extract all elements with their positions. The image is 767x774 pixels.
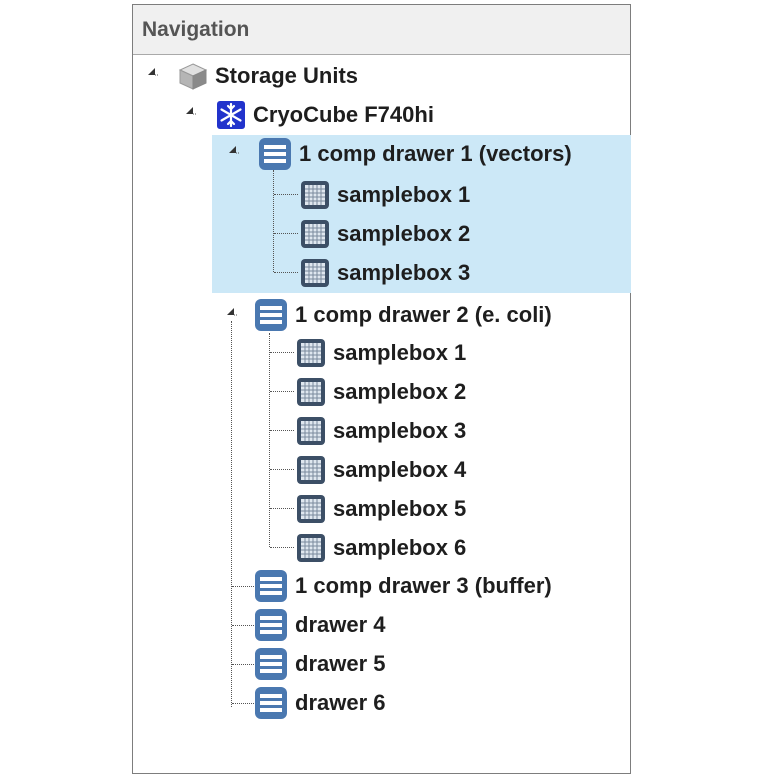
tree-node-label: samplebox 3 bbox=[337, 260, 471, 285]
tree-line bbox=[232, 664, 254, 665]
tree-node-label: 1 comp drawer 3 (buffer) bbox=[295, 573, 552, 598]
tree-node-drawer-2[interactable]: 1 comp drawer 2 (e. coli) bbox=[254, 299, 552, 331]
samplebox-grid-icon bbox=[297, 339, 325, 367]
tree-node-freezer[interactable]: CryoCube F740hi bbox=[216, 99, 434, 131]
expanded-triangle-icon[interactable] bbox=[224, 305, 238, 319]
tree-node-label: samplebox 3 bbox=[333, 418, 467, 443]
expanded-triangle-icon[interactable] bbox=[145, 65, 159, 79]
tree-line bbox=[232, 625, 254, 626]
tree-node-samplebox[interactable]: samplebox 3 bbox=[300, 257, 470, 289]
panel-header: Navigation bbox=[133, 5, 630, 55]
tree-node-label: 1 comp drawer 2 (e. coli) bbox=[295, 302, 552, 327]
samplebox-grid-icon bbox=[301, 220, 329, 248]
samplebox-grid-icon bbox=[297, 456, 325, 484]
tree-node-samplebox[interactable]: samplebox 2 bbox=[296, 376, 466, 408]
snowflake-icon bbox=[217, 101, 245, 129]
samplebox-grid-icon bbox=[297, 534, 325, 562]
tree-node-samplebox[interactable]: samplebox 3 bbox=[296, 415, 466, 447]
tree-line bbox=[270, 430, 294, 431]
tree-node-label: samplebox 2 bbox=[337, 221, 471, 246]
tree-line bbox=[270, 352, 294, 353]
samplebox-grid-icon bbox=[301, 259, 329, 287]
storage-cube-icon bbox=[178, 63, 208, 90]
tree-node-samplebox[interactable]: samplebox 2 bbox=[300, 218, 470, 250]
expanded-triangle-icon[interactable] bbox=[183, 104, 197, 118]
samplebox-grid-icon bbox=[301, 181, 329, 209]
tree-node-samplebox[interactable]: samplebox 1 bbox=[296, 337, 466, 369]
tree-line bbox=[270, 508, 294, 509]
tree-node-samplebox[interactable]: samplebox 1 bbox=[300, 179, 470, 211]
tree-node-label: drawer 5 bbox=[295, 651, 386, 676]
tree-line bbox=[231, 321, 232, 707]
tree-line bbox=[269, 333, 270, 547]
tree-line bbox=[270, 469, 294, 470]
tree-node-drawer-3[interactable]: 1 comp drawer 3 (buffer) bbox=[254, 570, 552, 602]
navigation-panel: Navigation Storage Units bbox=[132, 4, 631, 774]
panel-title: Navigation bbox=[142, 18, 250, 41]
tree-node-drawer-1[interactable]: 1 comp drawer 1 (vectors) bbox=[258, 138, 572, 170]
tree-node-label: samplebox 1 bbox=[337, 182, 471, 207]
tree-node-label: samplebox 6 bbox=[333, 535, 467, 560]
tree-node-label: samplebox 5 bbox=[333, 496, 467, 521]
tree-line bbox=[270, 547, 294, 548]
tree-node-storage-units[interactable]: Storage Units bbox=[178, 60, 358, 92]
tree-node-label: CryoCube F740hi bbox=[253, 102, 434, 127]
drawer-icon bbox=[255, 648, 287, 680]
tree-line bbox=[270, 391, 294, 392]
tree-node-label: Storage Units bbox=[215, 63, 359, 88]
tree-node-label: 1 comp drawer 1 (vectors) bbox=[299, 141, 572, 166]
drawer-icon bbox=[255, 570, 287, 602]
drawer-icon bbox=[255, 687, 287, 719]
samplebox-grid-icon bbox=[297, 495, 325, 523]
tree-node-drawer-5[interactable]: drawer 5 bbox=[254, 648, 386, 680]
tree-node-samplebox[interactable]: samplebox 6 bbox=[296, 532, 466, 564]
tree-line bbox=[273, 170, 274, 272]
tree-line bbox=[274, 194, 298, 195]
tree-line bbox=[274, 272, 298, 273]
expanded-triangle-icon[interactable] bbox=[226, 143, 240, 157]
samplebox-grid-icon bbox=[297, 417, 325, 445]
tree-line bbox=[232, 586, 254, 587]
tree-node-label: drawer 6 bbox=[295, 690, 386, 715]
drawer-icon bbox=[255, 609, 287, 641]
tree-node-samplebox[interactable]: samplebox 4 bbox=[296, 454, 466, 486]
tree-node-drawer-4[interactable]: drawer 4 bbox=[254, 609, 386, 641]
tree-line bbox=[274, 233, 298, 234]
tree-node-samplebox[interactable]: samplebox 5 bbox=[296, 493, 466, 525]
tree-node-label: drawer 4 bbox=[295, 612, 386, 637]
tree-line bbox=[232, 703, 254, 704]
drawer-icon bbox=[259, 138, 291, 170]
samplebox-grid-icon bbox=[297, 378, 325, 406]
drawer-icon bbox=[255, 299, 287, 331]
tree-node-label: samplebox 1 bbox=[333, 340, 467, 365]
tree-node-drawer-6[interactable]: drawer 6 bbox=[254, 687, 386, 719]
tree-node-label: samplebox 2 bbox=[333, 379, 467, 404]
tree-node-label: samplebox 4 bbox=[333, 457, 467, 482]
